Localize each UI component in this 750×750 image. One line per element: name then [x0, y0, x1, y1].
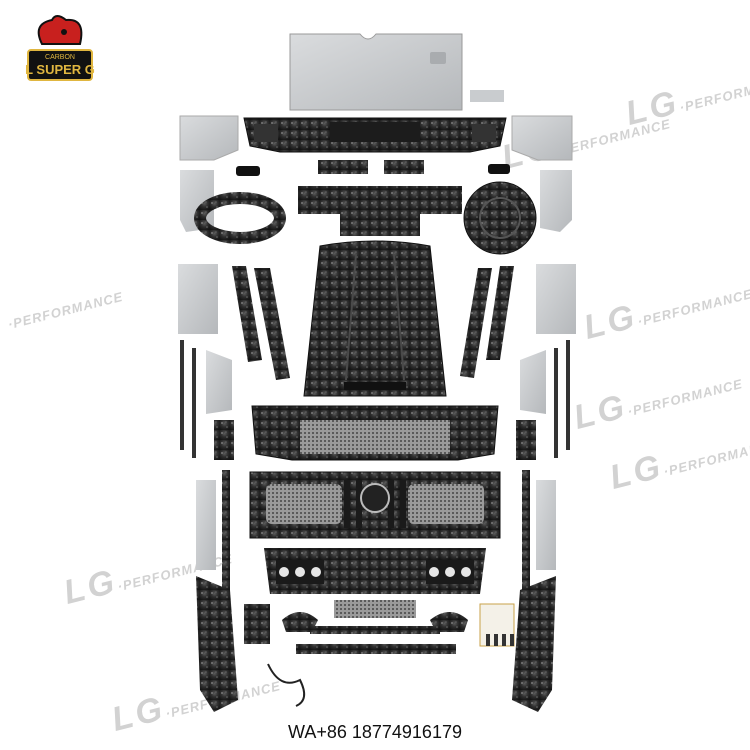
exhaust-tip — [236, 166, 260, 176]
spare-wheel-cover — [463, 181, 537, 255]
lower-panel-left — [206, 350, 232, 414]
dragon-mascot-icon — [37, 15, 83, 45]
fender-flare — [232, 266, 262, 362]
trim-strip — [310, 626, 440, 634]
brand-logo: CARBON L SUPER G — [25, 15, 95, 81]
side-panel-right — [511, 115, 573, 161]
trim-bar — [318, 160, 368, 174]
center-grille — [334, 600, 416, 618]
bumper-bracket-right — [516, 420, 536, 460]
lower-panel-right — [520, 350, 546, 414]
roof-panel — [289, 33, 463, 111]
grille-mesh-left — [266, 484, 342, 524]
grille-mesh-right — [408, 484, 484, 524]
spare-ring — [194, 192, 286, 244]
mirror-cap-left — [282, 612, 318, 632]
grey-skirt-right — [536, 480, 556, 570]
fender-flare — [254, 268, 290, 380]
logo-plate — [27, 49, 93, 81]
wheel-cover-ring — [479, 197, 521, 239]
rear-diffuser — [298, 186, 462, 236]
side-strip — [192, 348, 196, 458]
led-lamp-set-left — [276, 560, 324, 584]
fender-flare — [460, 268, 492, 378]
hood — [303, 240, 447, 397]
wiring-harness — [267, 663, 306, 707]
front-fender-left — [196, 576, 238, 712]
trim-bar — [384, 160, 424, 174]
hood-vent — [344, 382, 406, 390]
bumper-bracket-left — [214, 420, 234, 460]
led-bulbs — [486, 634, 514, 646]
fender-flare — [486, 266, 514, 360]
side-strip — [554, 348, 558, 458]
bracket-part — [244, 604, 270, 644]
side-skirt-right — [522, 470, 530, 590]
front-fender-right — [512, 576, 556, 712]
grey-skirt-left — [196, 480, 216, 570]
contact-text: WA+86 18774916179 — [288, 722, 462, 742]
rear-plate-recess — [330, 122, 420, 142]
bumper-mesh — [300, 420, 450, 454]
side-skirt-left — [222, 470, 230, 590]
side-panel-left — [179, 115, 239, 161]
led-lamp-set-right — [426, 560, 474, 584]
door-panel-left — [178, 264, 218, 334]
grille-slats — [344, 480, 406, 528]
fender-panel-right — [540, 170, 572, 232]
hood-creases — [345, 253, 405, 381]
rear-light-right — [472, 124, 496, 142]
small-trim — [470, 90, 504, 102]
exhaust-tip — [488, 164, 510, 174]
parts-layout — [178, 33, 576, 712]
rear-light-left — [254, 124, 278, 142]
star-emblem-icon — [360, 483, 390, 513]
panel-latch — [430, 52, 446, 64]
logo-main-text: L SUPER G — [25, 62, 95, 77]
mascot-eye-icon — [61, 29, 67, 35]
trim-strip — [296, 644, 456, 654]
side-strip — [566, 340, 570, 450]
door-panel-right — [536, 264, 576, 334]
side-strip — [180, 340, 184, 450]
logo-top-text: CARBON — [45, 54, 75, 61]
